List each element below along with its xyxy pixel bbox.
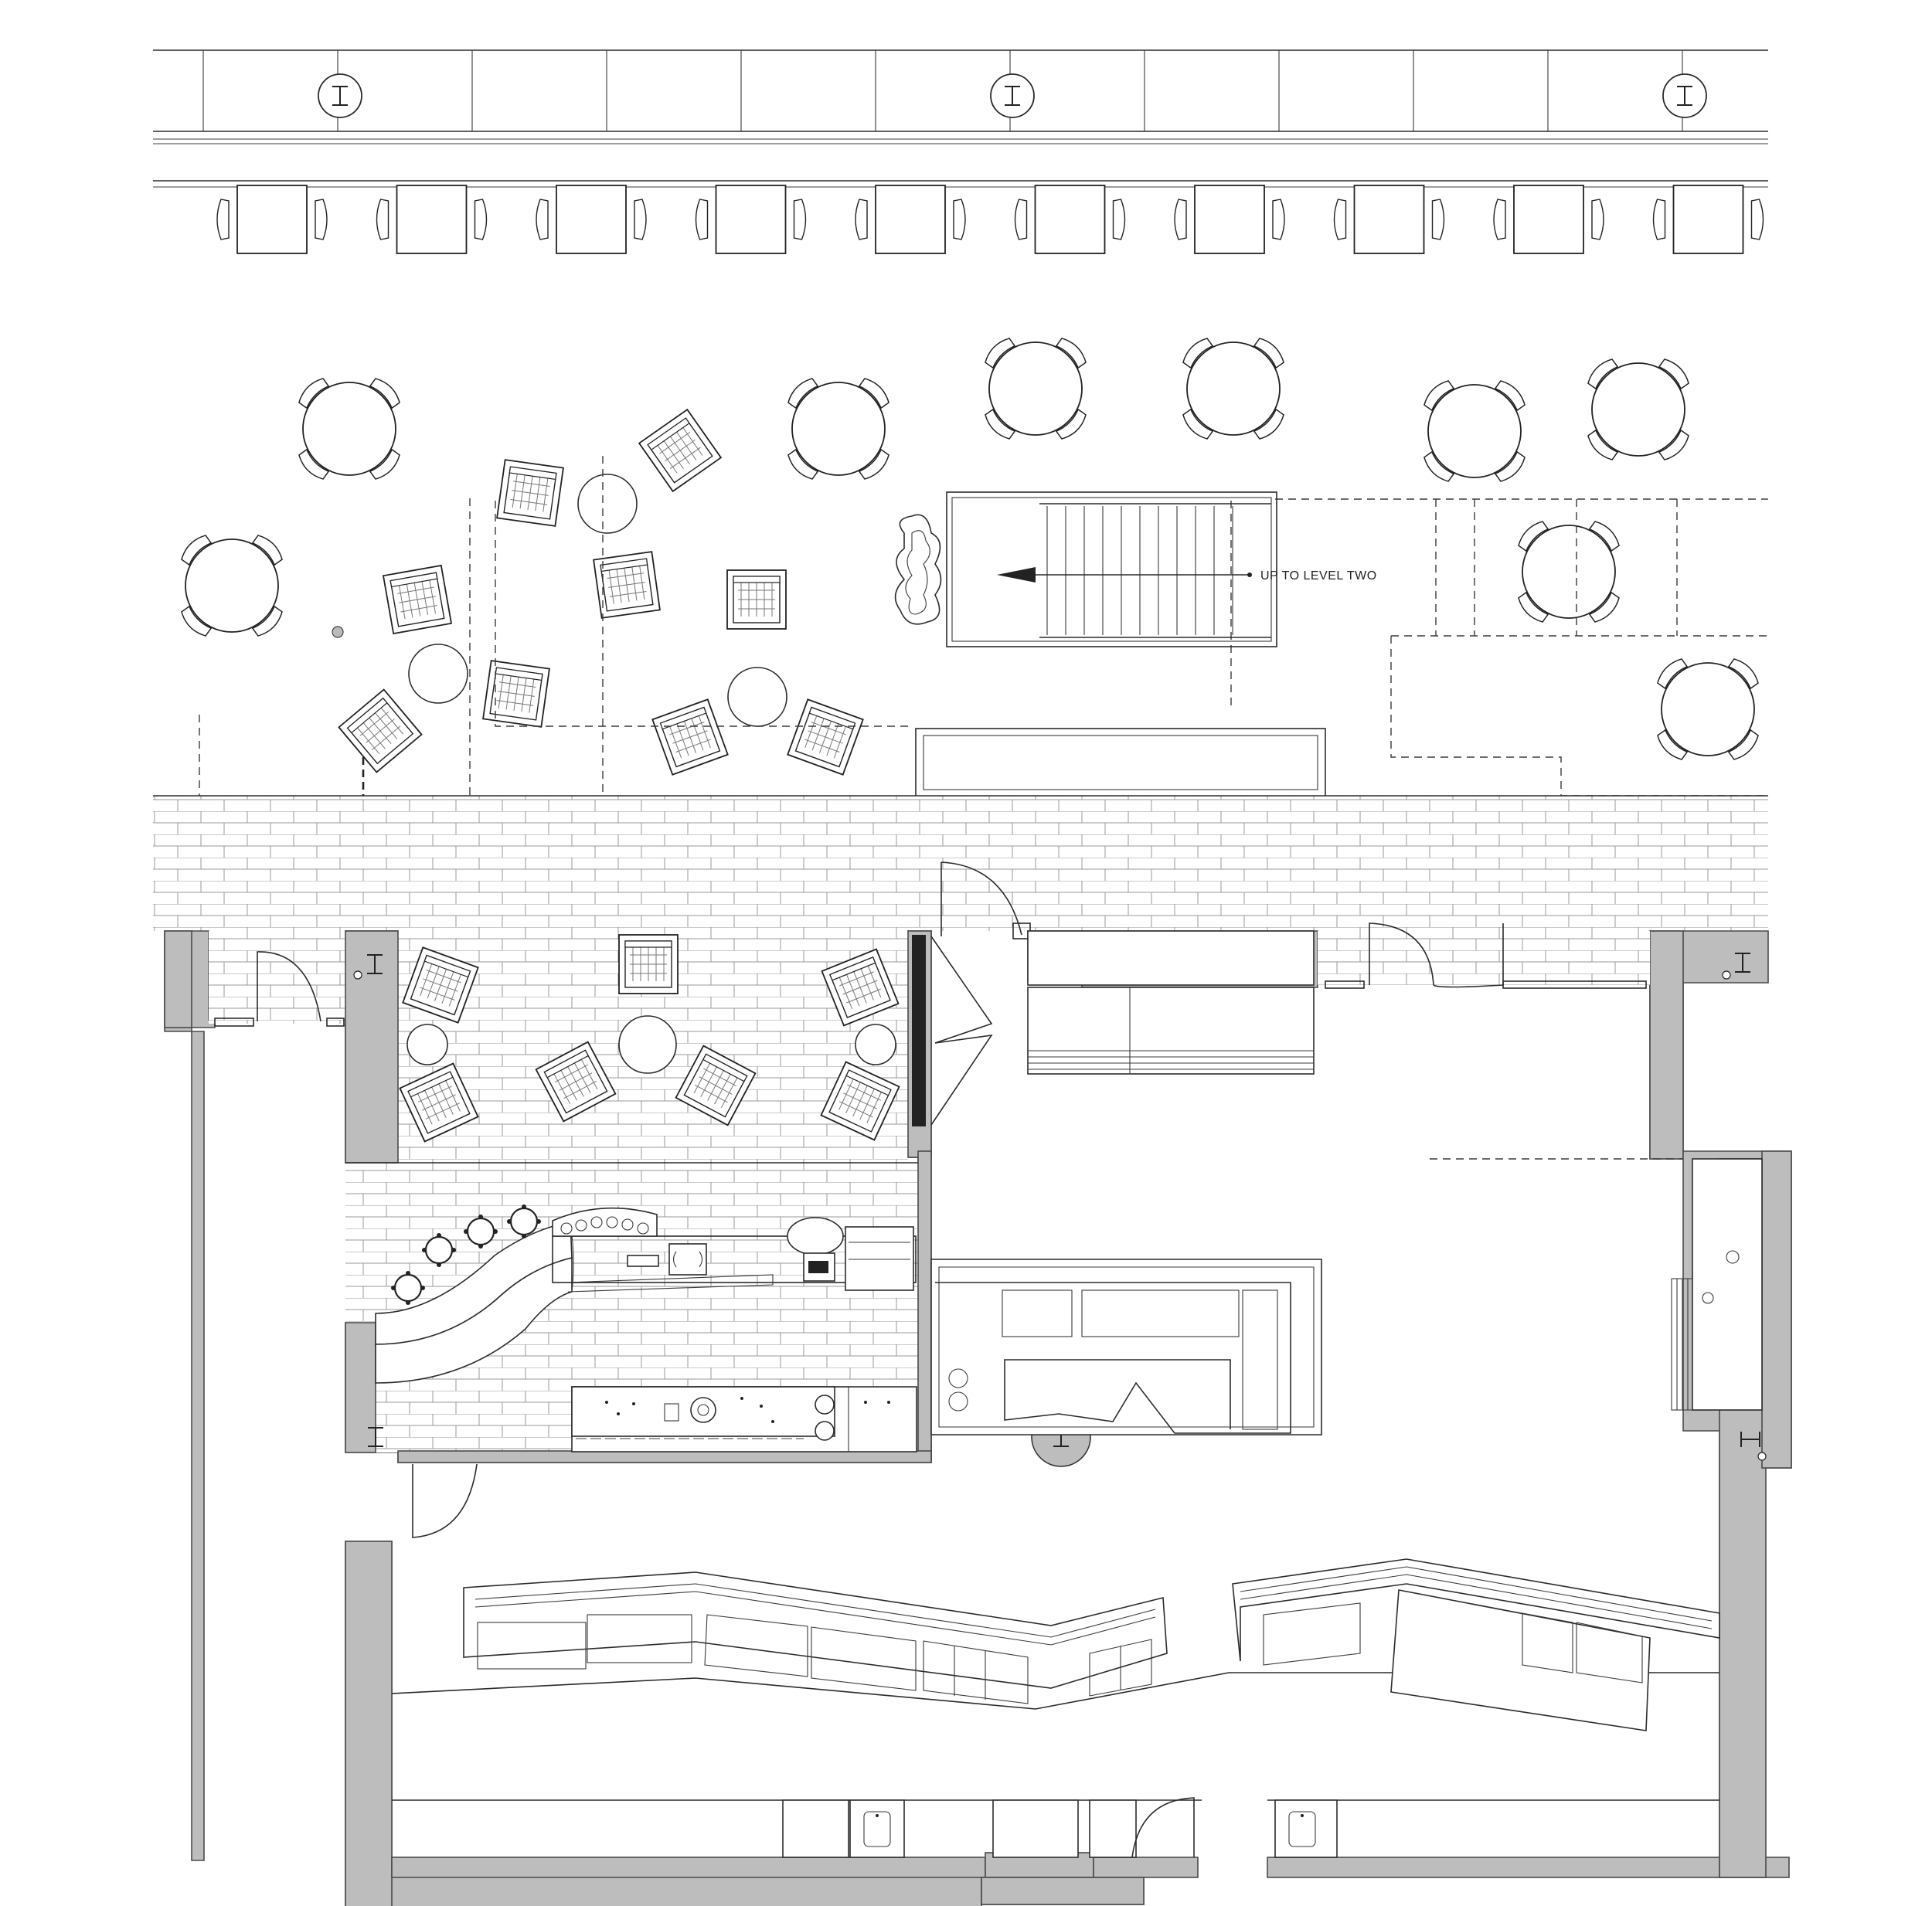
street-facade: [153, 49, 1768, 188]
sidewalk-table: [1174, 185, 1285, 254]
lounge-chair-3: [593, 551, 661, 619]
lounge-chair-7: [726, 569, 787, 630]
round-table-9: [1624, 625, 1792, 793]
round-table-2: [148, 501, 316, 670]
brick-paving-band: [153, 796, 1768, 931]
stair: UP TO LEVEL TWO: [894, 491, 1377, 647]
arrow-left-icon: [997, 567, 1036, 583]
side-table-2: [408, 644, 468, 704]
facade-column-1: [318, 73, 362, 118]
side-table-1: [577, 474, 638, 534]
stair-label: UP TO LEVEL TWO: [1260, 569, 1377, 583]
cooking-line: [571, 1386, 917, 1452]
lounge-chair-4: [383, 565, 452, 634]
lounge-chair-6: [338, 688, 423, 773]
sidewalk-table: [376, 185, 488, 254]
round-table-6: [1390, 347, 1559, 515]
sidewalk-table: [1652, 185, 1764, 254]
round-table-4: [951, 304, 1120, 473]
side-table-3: [727, 667, 787, 727]
right-entry-paving: [1318, 931, 1650, 985]
round-table-1: [265, 345, 434, 513]
sidewalk-table: [1333, 185, 1445, 254]
vestibule-table-2: [618, 1015, 677, 1074]
left-entry-paving: [209, 931, 345, 1024]
lounge-chair-8: [651, 698, 729, 776]
planter: [894, 514, 942, 625]
sidewalk-table: [855, 185, 966, 254]
bar-counter: [375, 1203, 917, 1384]
central-island: [930, 1259, 1322, 1435]
terrace-seating: [148, 304, 1792, 793]
vestibule-table-1: [406, 1024, 448, 1065]
sidewalk-table: [536, 185, 647, 254]
sidewalk-table: [695, 185, 807, 254]
lounge-chair-9: [787, 698, 864, 776]
sidewalk-table: [1014, 185, 1126, 254]
vestibule-table-3: [855, 1024, 896, 1065]
entrance-doors: [214, 861, 1647, 1538]
lounge-chair-5: [482, 660, 550, 728]
sidewalk-table: [216, 185, 328, 254]
entry-banquette: [1027, 930, 1315, 1075]
dining-banquette-west: [391, 1571, 1719, 1710]
lounge-chair-1: [496, 459, 564, 527]
east-cabinet: [1430, 1158, 1763, 1411]
south-counters: [392, 1797, 1719, 1858]
lounge-chair-2: [638, 409, 722, 492]
sidewalk-tables-row: [216, 185, 1764, 254]
round-table-7: [1554, 325, 1723, 494]
vestibule-chair-3: [618, 934, 679, 994]
round-table-8: [1485, 488, 1653, 656]
facade-column-2: [990, 73, 1035, 118]
bollard: [332, 626, 344, 638]
round-table-5: [1149, 304, 1318, 473]
vestibule-seating: [399, 934, 900, 1143]
facade-column-3: [1662, 73, 1707, 118]
sidewalk-table: [1493, 185, 1604, 254]
dining-banquette-east: [1232, 1558, 1720, 1731]
round-table-3: [754, 345, 923, 513]
